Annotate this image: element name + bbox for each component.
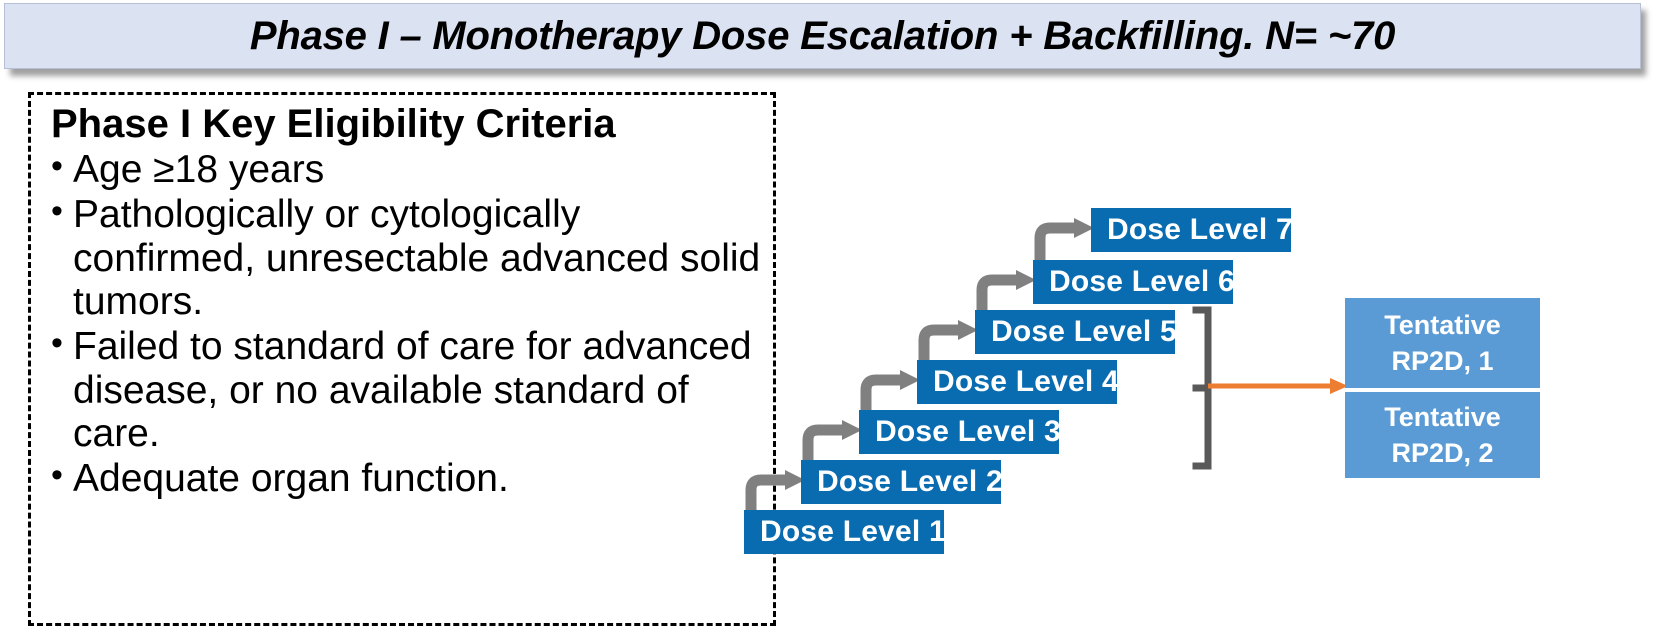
dose-level-7-box[interactable]: Dose Level 7 xyxy=(1091,208,1293,252)
tentative-rp2d-2-line1: Tentative xyxy=(1384,401,1501,432)
rp2d-orange-arrow-icon xyxy=(1208,378,1348,394)
dose-level-6-label: Dose Level 6 xyxy=(1049,265,1235,298)
dose-level-6-box[interactable]: Dose Level 6 xyxy=(1033,260,1235,304)
escalation-arrow-icon xyxy=(860,370,920,424)
escalation-arrow-icon xyxy=(976,270,1036,324)
escalation-arrow-icon xyxy=(1034,218,1094,272)
list-item: Pathologically or cytologically confirme… xyxy=(47,192,763,324)
dose-level-7-label: Dose Level 7 xyxy=(1107,213,1293,246)
escalation-arrow-icon xyxy=(918,320,978,374)
tentative-rp2d-1-line1: Tentative xyxy=(1384,309,1501,340)
dose-level-2-box[interactable]: Dose Level 2 xyxy=(801,460,1003,504)
dose-level-5-box[interactable]: Dose Level 5 xyxy=(975,310,1177,354)
dose-level-4-box[interactable]: Dose Level 4 xyxy=(917,360,1119,404)
escalation-arrow-icon xyxy=(802,420,862,474)
eligibility-heading: Phase I Key Eligibility Criteria xyxy=(51,102,616,146)
dose-level-5-label: Dose Level 5 xyxy=(991,315,1177,348)
tentative-rp2d-1-line2: RP2D, 1 xyxy=(1391,346,1494,376)
tentative-rp2d-2-line2: RP2D, 2 xyxy=(1391,438,1494,468)
dose-level-1-box[interactable]: Dose Level 1 xyxy=(744,510,946,554)
dose-level-3-box[interactable]: Dose Level 3 xyxy=(859,410,1061,454)
eligibility-list: Age ≥18 years Pathologically or cytologi… xyxy=(43,147,763,501)
list-item: Adequate organ function. xyxy=(47,456,763,501)
dose-level-1-label: Dose Level 1 xyxy=(760,515,946,548)
title-bar: Phase I – Monotherapy Dose Escalation + … xyxy=(4,3,1641,69)
dose-level-2-label: Dose Level 2 xyxy=(817,465,1003,498)
eligibility-criteria-box: Phase I Key Eligibility Criteria Age ≥18… xyxy=(28,92,776,626)
escalation-arrow-icon xyxy=(745,470,805,524)
tentative-rp2d-1-box[interactable]: Tentative RP2D, 1 xyxy=(1345,298,1540,388)
dose-level-3-label: Dose Level 3 xyxy=(875,415,1061,448)
page-title: Phase I – Monotherapy Dose Escalation + … xyxy=(249,14,1396,58)
list-item: Age ≥18 years xyxy=(47,147,763,192)
list-item: Failed to standard of care for advanced … xyxy=(47,324,763,456)
dose-level-4-label: Dose Level 4 xyxy=(933,365,1119,398)
tentative-rp2d-2-box[interactable]: Tentative RP2D, 2 xyxy=(1345,392,1540,478)
